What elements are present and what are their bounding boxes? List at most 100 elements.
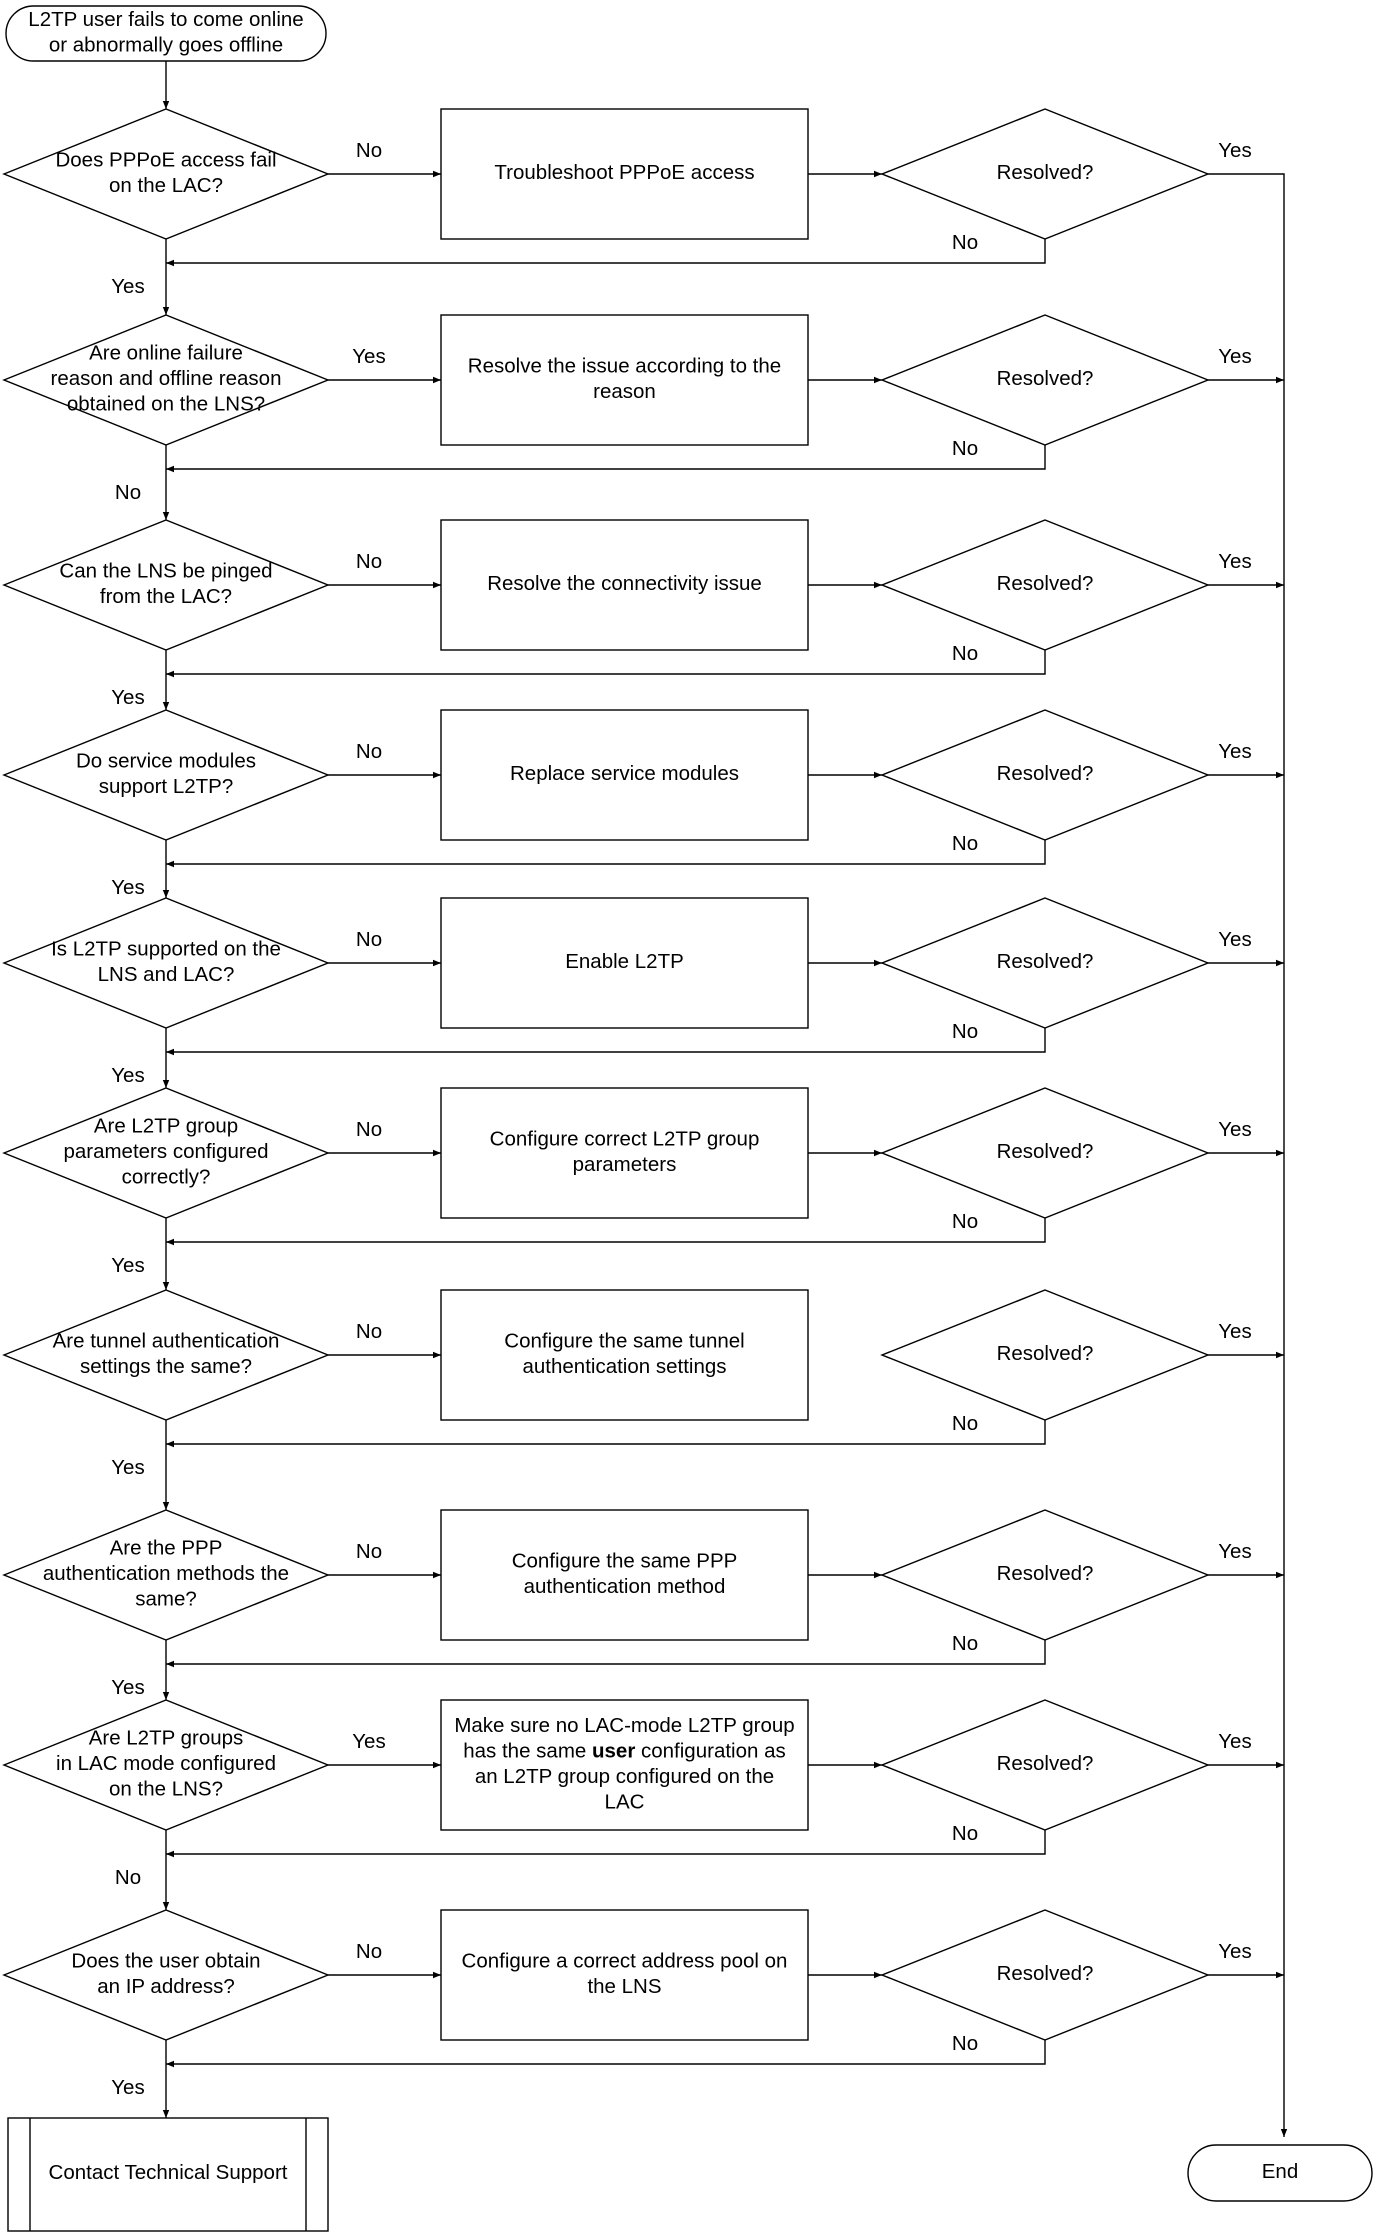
branch-label-5-line: No bbox=[356, 928, 382, 951]
down-label-5-line: Yes bbox=[111, 1064, 144, 1087]
resolved-text-8-line: Resolved? bbox=[997, 1562, 1094, 1585]
question-text-7-line: Are tunnel authentication bbox=[53, 1330, 280, 1353]
branch-label-9: Yes bbox=[352, 1730, 385, 1753]
start-label-line: or abnormally goes offline bbox=[49, 34, 283, 57]
question-diamond-6 bbox=[2, 1087, 330, 1219]
action-text-4-line: Replace service modules bbox=[510, 762, 739, 785]
resolved-no-label-10-line: No bbox=[952, 2032, 978, 2055]
resolved-no-label-6: No bbox=[952, 1210, 978, 1233]
question-text-8-line: authentication methods the bbox=[43, 1562, 289, 1585]
resolved-yes-label-3-line: Yes bbox=[1218, 550, 1251, 573]
question-diamond-10 bbox=[2, 1909, 330, 2041]
down-label-6-line: Yes bbox=[111, 1254, 144, 1277]
resolved-no-label-10: No bbox=[952, 2032, 978, 2055]
action-text-3-line: Resolve the connectivity issue bbox=[487, 572, 762, 595]
resolved-text-7: Resolved? bbox=[997, 1342, 1094, 1365]
resolved-yes-label-1-line: Yes bbox=[1218, 139, 1251, 162]
action-box-5 bbox=[440, 897, 809, 1029]
action-text-9-line: LAC bbox=[605, 1791, 645, 1814]
question-diamond-2 bbox=[2, 314, 330, 446]
resolved-diamond-7 bbox=[880, 1289, 1210, 1421]
resolved-yes-label-9-line: Yes bbox=[1218, 1730, 1251, 1753]
resolved-yes-label-6-line: Yes bbox=[1218, 1118, 1251, 1141]
down-label-3: Yes bbox=[111, 686, 144, 709]
resolved-text-9-line: Resolved? bbox=[997, 1752, 1094, 1775]
resolved-text-10-line: Resolved? bbox=[997, 1962, 1094, 1985]
resolved-text-5-line: Resolved? bbox=[997, 950, 1094, 973]
branch-label-6-line: No bbox=[356, 1118, 382, 1141]
action-box-8 bbox=[440, 1509, 809, 1641]
arrow-resolved9-no-return bbox=[166, 1830, 1046, 1858]
resolved-text-9: Resolved? bbox=[997, 1752, 1094, 1775]
action-text-4: Replace service modules bbox=[510, 762, 739, 785]
resolved-diamond-9 bbox=[880, 1699, 1210, 1831]
resolved-text-7-line: Resolved? bbox=[997, 1342, 1094, 1365]
resolved-text-5: Resolved? bbox=[997, 950, 1094, 973]
question-text-10-line: an IP address? bbox=[97, 1975, 235, 1998]
action-text-1-line: Troubleshoot PPPoE access bbox=[494, 161, 754, 184]
down-label-2: No bbox=[115, 481, 141, 504]
resolved-yes-label-7: Yes bbox=[1218, 1320, 1251, 1343]
question-text-2-line: reason and offline reason bbox=[51, 367, 282, 390]
branch-label-4: No bbox=[356, 740, 382, 763]
resolved-yes-label-5-line: Yes bbox=[1218, 928, 1251, 951]
question-text-3-line: Can the LNS be pinged bbox=[59, 560, 272, 583]
resolved-no-label-5-line: No bbox=[952, 1020, 978, 1043]
resolved-no-label-4: No bbox=[952, 832, 978, 855]
action-text-2-line: Resolve the issue according to the bbox=[468, 355, 781, 378]
resolved-yes-label-4-line: Yes bbox=[1218, 740, 1251, 763]
action-text-10-line: the LNS bbox=[587, 1975, 661, 1998]
action-box-4 bbox=[440, 709, 809, 841]
arrow-resolved10-no-return bbox=[166, 2040, 1046, 2068]
arrow-resolved8-no-return bbox=[166, 1640, 1046, 1668]
down-label-10-line: Yes bbox=[111, 2076, 144, 2099]
resolved-yes-label-10: Yes bbox=[1218, 1940, 1251, 1963]
resolved-yes-label-2-line: Yes bbox=[1218, 345, 1251, 368]
down-label-1-line: Yes bbox=[111, 275, 144, 298]
down-label-10: Yes bbox=[111, 2076, 144, 2099]
action-text-6-line: Configure correct L2TP group bbox=[490, 1128, 760, 1151]
question-text-7-line: settings the same? bbox=[80, 1355, 252, 1378]
end-label: End bbox=[1262, 2160, 1298, 2183]
resolved-no-label-5: No bbox=[952, 1020, 978, 1043]
down-label-6: Yes bbox=[111, 1254, 144, 1277]
question-text-9-line: on the LNS? bbox=[109, 1778, 223, 1801]
action-text-6-line: parameters bbox=[573, 1153, 677, 1176]
question-text-2-line: obtained on the LNS? bbox=[67, 393, 265, 416]
action-text-9-line: an L2TP group configured on the bbox=[475, 1765, 774, 1788]
resolved-yes-label-3: Yes bbox=[1218, 550, 1251, 573]
question-text-5-line: Is L2TP supported on the bbox=[51, 938, 281, 961]
resolved-text-3-line: Resolved? bbox=[997, 572, 1094, 595]
branch-label-7-line: No bbox=[356, 1320, 382, 1343]
question-text-8-line: Are the PPP bbox=[110, 1537, 223, 1560]
branch-label-3: No bbox=[356, 550, 382, 573]
question-diamond-4 bbox=[2, 709, 330, 841]
action-text-5-line: Enable L2TP bbox=[565, 950, 684, 973]
action-text-8-line: Configure the same PPP bbox=[512, 1550, 738, 1573]
question-diamond-5 bbox=[2, 897, 330, 1029]
contact-support-label: Contact Technical Support bbox=[49, 2161, 288, 2184]
branch-label-8: No bbox=[356, 1540, 382, 1563]
resolved-text-6: Resolved? bbox=[997, 1140, 1094, 1163]
resolved-diamond-5 bbox=[880, 897, 1210, 1029]
end-terminator bbox=[1187, 2144, 1373, 2202]
action-text-5: Enable L2TP bbox=[565, 950, 684, 973]
resolved-no-label-4-line: No bbox=[952, 832, 978, 855]
resolved-no-label-2-line: No bbox=[952, 437, 978, 460]
question-text-4-line: Do service modules bbox=[76, 750, 256, 773]
resolved-no-label-1: No bbox=[952, 231, 978, 254]
down-label-4: Yes bbox=[111, 876, 144, 899]
resolved-diamond-8 bbox=[880, 1509, 1210, 1641]
resolved-no-label-3: No bbox=[952, 642, 978, 665]
down-label-3-line: Yes bbox=[111, 686, 144, 709]
question-text-6-line: correctly? bbox=[122, 1166, 211, 1189]
branch-label-8-line: No bbox=[356, 1540, 382, 1563]
action-box-3 bbox=[440, 519, 809, 651]
